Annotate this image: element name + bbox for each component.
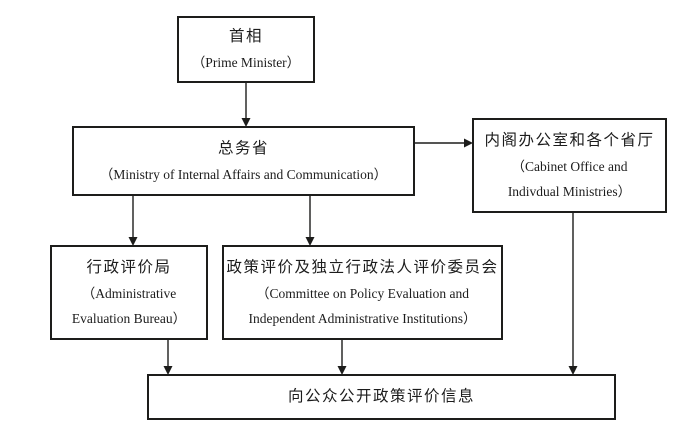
node-prime-minister-label-en: （Prime Minister）	[191, 55, 301, 70]
node-cabinet-label-en-1: （Cabinet Office and	[511, 158, 628, 174]
node-prime-minister: 首相 （Prime Minister）	[177, 16, 315, 83]
node-cabinet-office: 内阁办公室和各个省厅 （Cabinet Office and Indivdual…	[472, 118, 667, 213]
node-cabinet-label-zh: 内阁办公室和各个省厅	[484, 131, 655, 149]
node-committee-label-en-1: （Committee on Policy Evaluation and	[256, 285, 469, 301]
node-public-disclosure-label-zh: 向公众公开政策评价信息	[287, 388, 475, 405]
arrow-ministry-to-committee	[305, 196, 315, 246]
arrow-committee-to-public	[337, 340, 347, 375]
arrow-bureau-to-public	[163, 340, 173, 375]
node-prime-minister-label-zh: 首相	[228, 28, 263, 45]
node-bureau-label-en-1: （Administrative	[81, 285, 177, 301]
node-committee-label-zh: 政策评价及独立行政法人评价委员会	[226, 258, 499, 276]
node-bureau-label-zh: 行政评价局	[86, 258, 172, 276]
node-policy-evaluation-committee: 政策评价及独立行政法人评价委员会 （Committee on Policy Ev…	[222, 245, 503, 340]
node-ministry-label-en: （Ministry of Internal Affairs and Commun…	[99, 166, 388, 182]
node-committee-label-en-2: Independent Administrative Institutions）	[248, 310, 477, 326]
node-administrative-evaluation-bureau: 行政评价局 （Administrative Evaluation Bureau）	[50, 245, 208, 340]
node-public-disclosure: 向公众公开政策评价信息	[147, 374, 616, 420]
node-cabinet-label-en-2: Indivdual Ministries）	[507, 183, 632, 199]
node-ministry-label-zh: 总务省	[217, 139, 269, 157]
arrow-cabinet-to-public	[568, 213, 578, 375]
arrow-ministry-to-bureau	[128, 196, 138, 246]
node-bureau-label-en-2: Evaluation Bureau）	[71, 310, 187, 326]
arrow-ministry-to-cabinet	[415, 138, 473, 148]
node-ministry-internal-affairs: 总务省 （Ministry of Internal Affairs and Co…	[72, 126, 415, 196]
arrow-pm-to-ministry	[241, 83, 251, 127]
